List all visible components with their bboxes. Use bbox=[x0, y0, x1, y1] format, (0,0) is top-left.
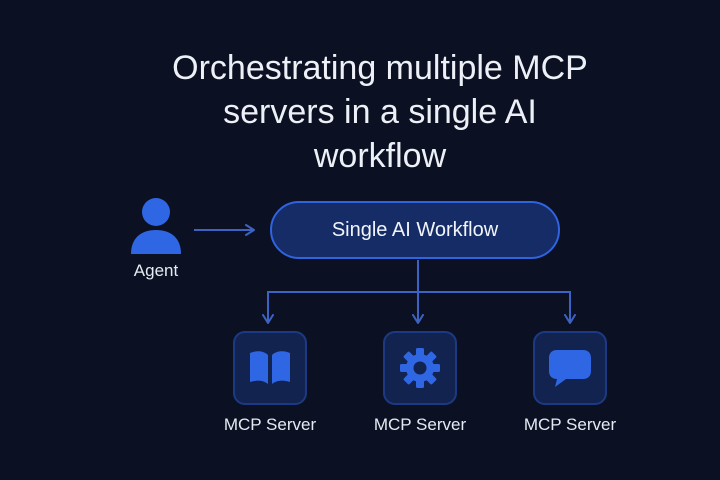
agent-label: Agent bbox=[133, 261, 179, 280]
agent-node: Agent bbox=[120, 195, 192, 285]
page-title: Orchestrating multiple MCP servers in a … bbox=[100, 46, 660, 178]
server-label: MCP Server bbox=[523, 415, 617, 434]
book-icon bbox=[250, 351, 290, 384]
server-tile bbox=[533, 331, 607, 405]
server-tile bbox=[233, 331, 307, 405]
workflow-label: Single AI Workflow bbox=[331, 218, 499, 241]
chat-bubble-icon bbox=[549, 350, 591, 387]
mcp-server-node: MCP Server bbox=[210, 331, 330, 441]
server-tile bbox=[383, 331, 457, 405]
server-label: MCP Server bbox=[373, 415, 467, 434]
title-line-3: workflow bbox=[313, 137, 447, 175]
server-label: MCP Server bbox=[223, 415, 317, 434]
title-line-2: servers in a single AI bbox=[223, 93, 537, 131]
mcp-server-node: MCP Server bbox=[510, 331, 630, 441]
single-ai-workflow-box: Single AI Workflow bbox=[270, 201, 560, 259]
title-line-1: Orchestrating multiple MCP bbox=[172, 49, 588, 87]
person-icon bbox=[131, 198, 181, 254]
gear-icon bbox=[400, 348, 440, 388]
mcp-server-node: MCP Server bbox=[360, 331, 480, 441]
